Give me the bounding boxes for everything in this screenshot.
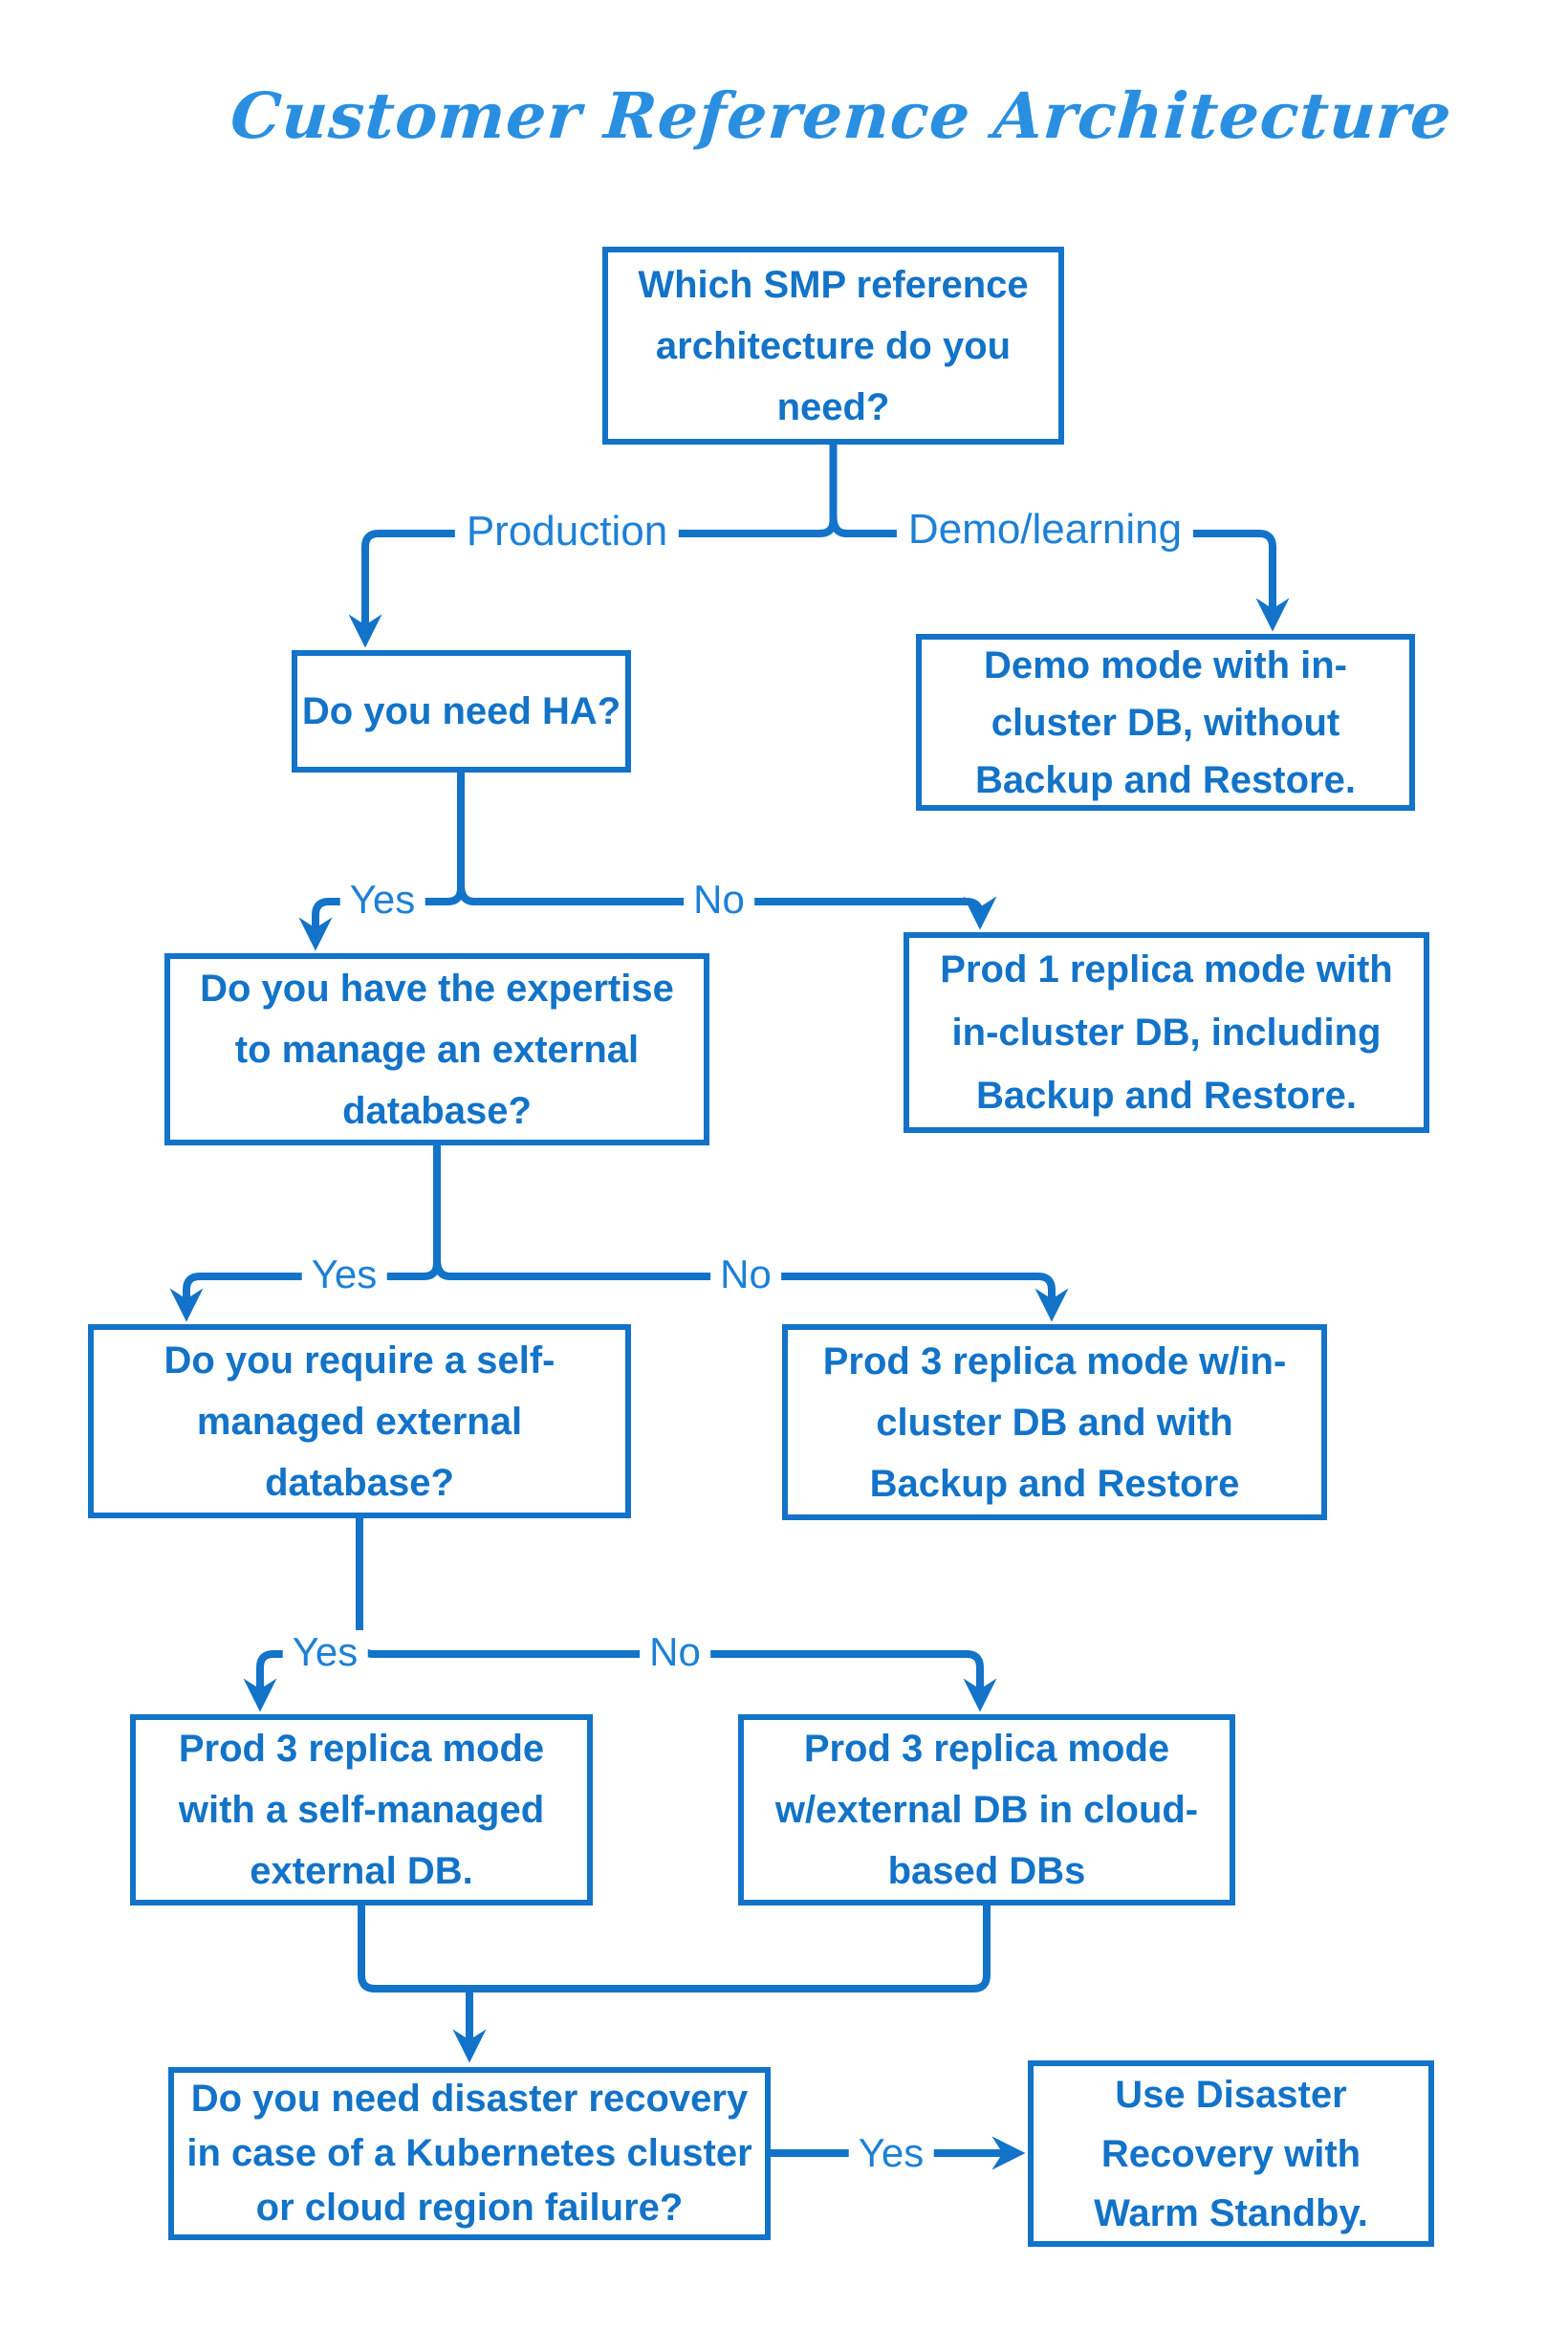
node-self-managed-question-text: Do you require a self- managed external …: [163, 1339, 555, 1504]
node-prod1-replica: Prod 1 replica mode with in-cluster DB, …: [904, 932, 1429, 1133]
node-prod3-self-managed-text: Prod 3 replica mode with a self-managed …: [178, 1728, 545, 1892]
edge-label-production: Production: [454, 509, 680, 555]
edge-label-dr-yes: Yes: [848, 2131, 934, 2175]
node-root-question-text: Which SMP reference architecture do you …: [638, 263, 1029, 428]
node-disaster-recovery-solution-text: Use Disaster Recovery with Warm Standby.: [1094, 2073, 1368, 2234]
edge-merge-to-drq: [358, 1905, 991, 1992]
edge-label-demo-learning: Demo/learning: [896, 507, 1194, 553]
node-expertise-question-text: Do you have the expertise to manage an e…: [200, 967, 674, 1132]
edge-label-expertise-yes: Yes: [301, 1252, 387, 1296]
node-demo-mode: Demo mode with in- cluster DB, without B…: [916, 634, 1415, 811]
node-expertise-question: Do you have the expertise to manage an e…: [164, 953, 709, 1145]
node-prod3-self-managed: Prod 3 replica mode with a self-managed …: [130, 1714, 593, 1905]
node-prod3-cloud: Prod 3 replica mode w/external DB in clo…: [738, 1714, 1235, 1905]
node-disaster-recovery-solution: Use Disaster Recovery with Warm Standby.: [1028, 2060, 1434, 2247]
node-ha-question: Do you need HA?: [292, 650, 631, 773]
node-root-question: Which SMP reference architecture do you …: [602, 247, 1064, 445]
edge-label-ha-yes: Yes: [339, 878, 425, 922]
edge-label-self-managed-no: No: [640, 1630, 710, 1674]
edge-root-to-demo: [829, 515, 1290, 632]
edge-selfq-yes-to-prod3self: [243, 1518, 363, 1712]
edge-label-ha-no: No: [684, 878, 754, 922]
node-disaster-recovery-question: Do you need disaster recovery in case of…: [168, 2067, 771, 2240]
edge-label-expertise-no: No: [710, 1252, 781, 1296]
node-prod3-cloud-text: Prod 3 replica mode w/external DB in clo…: [774, 1728, 1199, 1892]
edge-expertise-no-to-prod3in: [433, 1258, 1069, 1322]
node-self-managed-question: Do you require a self- managed external …: [88, 1324, 631, 1518]
node-disaster-recovery-question-text: Do you need disaster recovery in case of…: [186, 2078, 752, 2229]
node-prod3-incluster-text: Prod 3 replica mode w/in- cluster DB and…: [822, 1339, 1287, 1505]
node-prod1-replica-text: Prod 1 replica mode with in-cluster DB, …: [940, 948, 1393, 1117]
node-demo-mode-text: Demo mode with in- cluster DB, without B…: [975, 643, 1356, 801]
edge-ha-no-to-prod1: [457, 883, 997, 930]
node-ha-question-text: Do you need HA?: [301, 690, 621, 732]
edge-label-self-managed-yes: Yes: [282, 1630, 368, 1674]
node-prod3-incluster: Prod 3 replica mode w/in- cluster DB and…: [782, 1324, 1327, 1520]
